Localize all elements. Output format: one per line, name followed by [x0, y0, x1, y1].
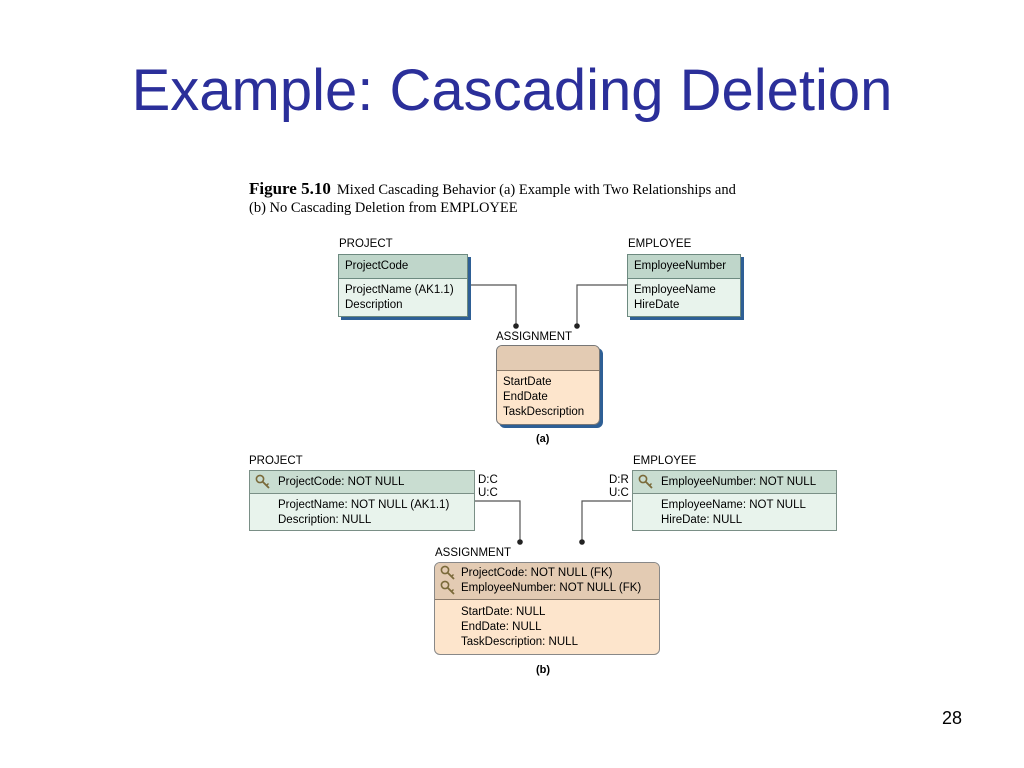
figure-number: Figure 5.10 — [249, 179, 331, 198]
employee-b-delete-rule: D:R — [609, 474, 629, 486]
entity-assignment-b: ProjectCode: NOT NULL (FK) EmployeeNumbe… — [434, 562, 660, 655]
assignment-b-key: ProjectCode: NOT NULL (FK) — [461, 567, 613, 579]
employee-b-key: EmployeeNumber: NOT NULL — [661, 476, 817, 488]
assignment-a-attribute: StartDate — [503, 376, 552, 388]
entity-name-assignment-b: ASSIGNMENT — [435, 547, 512, 559]
slide-title: Example: Cascading Deletion — [131, 58, 893, 123]
entity-name-project-b: PROJECT — [249, 455, 303, 467]
entity-name-employee-a: EMPLOYEE — [628, 238, 692, 250]
employee-b-key-row: EmployeeNumber: NOT NULL — [633, 471, 836, 494]
assignment-a-key-area — [497, 346, 599, 371]
employee-a-attribute: HireDate — [634, 299, 680, 311]
key-icon — [440, 565, 455, 580]
project-b-rules: D:C U:C — [478, 474, 498, 500]
project-b-attribute: ProjectName: NOT NULL (AK1.1) — [278, 499, 450, 511]
employee-b-update-rule: U:C — [609, 487, 629, 499]
employee-b-rules: D:R U:C — [609, 474, 629, 500]
project-a-attribute: Description — [345, 299, 403, 311]
diagram-b-label: (b) — [536, 664, 551, 676]
project-a-attributes: ProjectName (AK1.1) Description — [339, 279, 467, 317]
entity-assignment-a: StartDate EndDate TaskDescription — [496, 345, 600, 425]
key-icon — [255, 474, 270, 489]
entity-employee-a: EmployeeNumber EmployeeName HireDate — [627, 254, 741, 317]
project-b-key: ProjectCode: NOT NULL — [278, 476, 405, 488]
assignment-a-attribute: EndDate — [503, 391, 548, 403]
entity-employee-b: EmployeeNumber: NOT NULL EmployeeName: N… — [632, 470, 837, 531]
assignment-b-key-area: ProjectCode: NOT NULL (FK) EmployeeNumbe… — [435, 563, 659, 600]
line-a-employee-assignment — [576, 284, 628, 324]
employee-a-attribute: EmployeeName — [634, 284, 716, 296]
entity-name-project-a: PROJECT — [339, 238, 393, 250]
employee-b-attribute: HireDate: NULL — [661, 514, 743, 526]
project-b-key-row: ProjectCode: NOT NULL — [250, 471, 474, 494]
project-b-attribute: Description: NULL — [278, 514, 372, 526]
line-a-dot-1 — [513, 323, 519, 329]
employee-a-attributes: EmployeeName HireDate — [628, 279, 740, 317]
employee-b-attribute: EmployeeName: NOT NULL — [661, 499, 806, 511]
line-a-project-assignment — [470, 284, 517, 324]
entity-name-assignment-a: ASSIGNMENT — [496, 331, 573, 343]
assignment-b-attribute: EndDate: NULL — [461, 621, 542, 633]
project-b-update-rule: U:C — [478, 487, 498, 499]
line-b-dot-2 — [579, 539, 585, 545]
assignment-b-attribute: StartDate: NULL — [461, 606, 546, 618]
project-b-attributes: ProjectName: NOT NULL (AK1.1) Descriptio… — [250, 494, 474, 532]
entity-name-employee-b: EMPLOYEE — [633, 455, 697, 467]
line-b-employee-assignment — [581, 500, 631, 540]
entity-project-a: ProjectCode ProjectName (AK1.1) Descript… — [338, 254, 468, 317]
figure-caption: Figure 5.10 Mixed Cascading Behavior (a) … — [249, 180, 736, 217]
entity-project-b: ProjectCode: NOT NULL ProjectName: NOT N… — [249, 470, 475, 531]
page-number: 28 — [941, 708, 962, 728]
line-a-dot-2 — [574, 323, 580, 329]
assignment-a-attribute: TaskDescription — [503, 406, 585, 418]
caption-line-2: (b) No Cascading Deletion from EMPLOYEE — [249, 200, 518, 216]
assignment-a-attributes: StartDate EndDate TaskDescription — [497, 371, 599, 424]
project-a-key: ProjectCode — [339, 255, 467, 279]
key-icon — [440, 580, 455, 595]
project-a-attribute: ProjectName (AK1.1) — [345, 284, 454, 296]
assignment-b-attributes: StartDate: NULL EndDate: NULL TaskDescri… — [435, 600, 659, 654]
line-b-project-assignment — [475, 500, 521, 540]
project-b-delete-rule: D:C — [478, 474, 498, 486]
caption-line-1: Mixed Cascading Behavior (a) Example wit… — [336, 182, 736, 198]
employee-a-key: EmployeeNumber — [628, 255, 740, 279]
employee-b-attributes: EmployeeName: NOT NULL HireDate: NULL — [633, 494, 836, 532]
assignment-b-key: EmployeeNumber: NOT NULL (FK) — [461, 582, 642, 594]
assignment-b-attribute: TaskDescription: NULL — [461, 636, 578, 648]
key-icon — [638, 474, 653, 489]
diagram-a-label: (a) — [536, 433, 550, 445]
line-b-dot-1 — [517, 539, 523, 545]
